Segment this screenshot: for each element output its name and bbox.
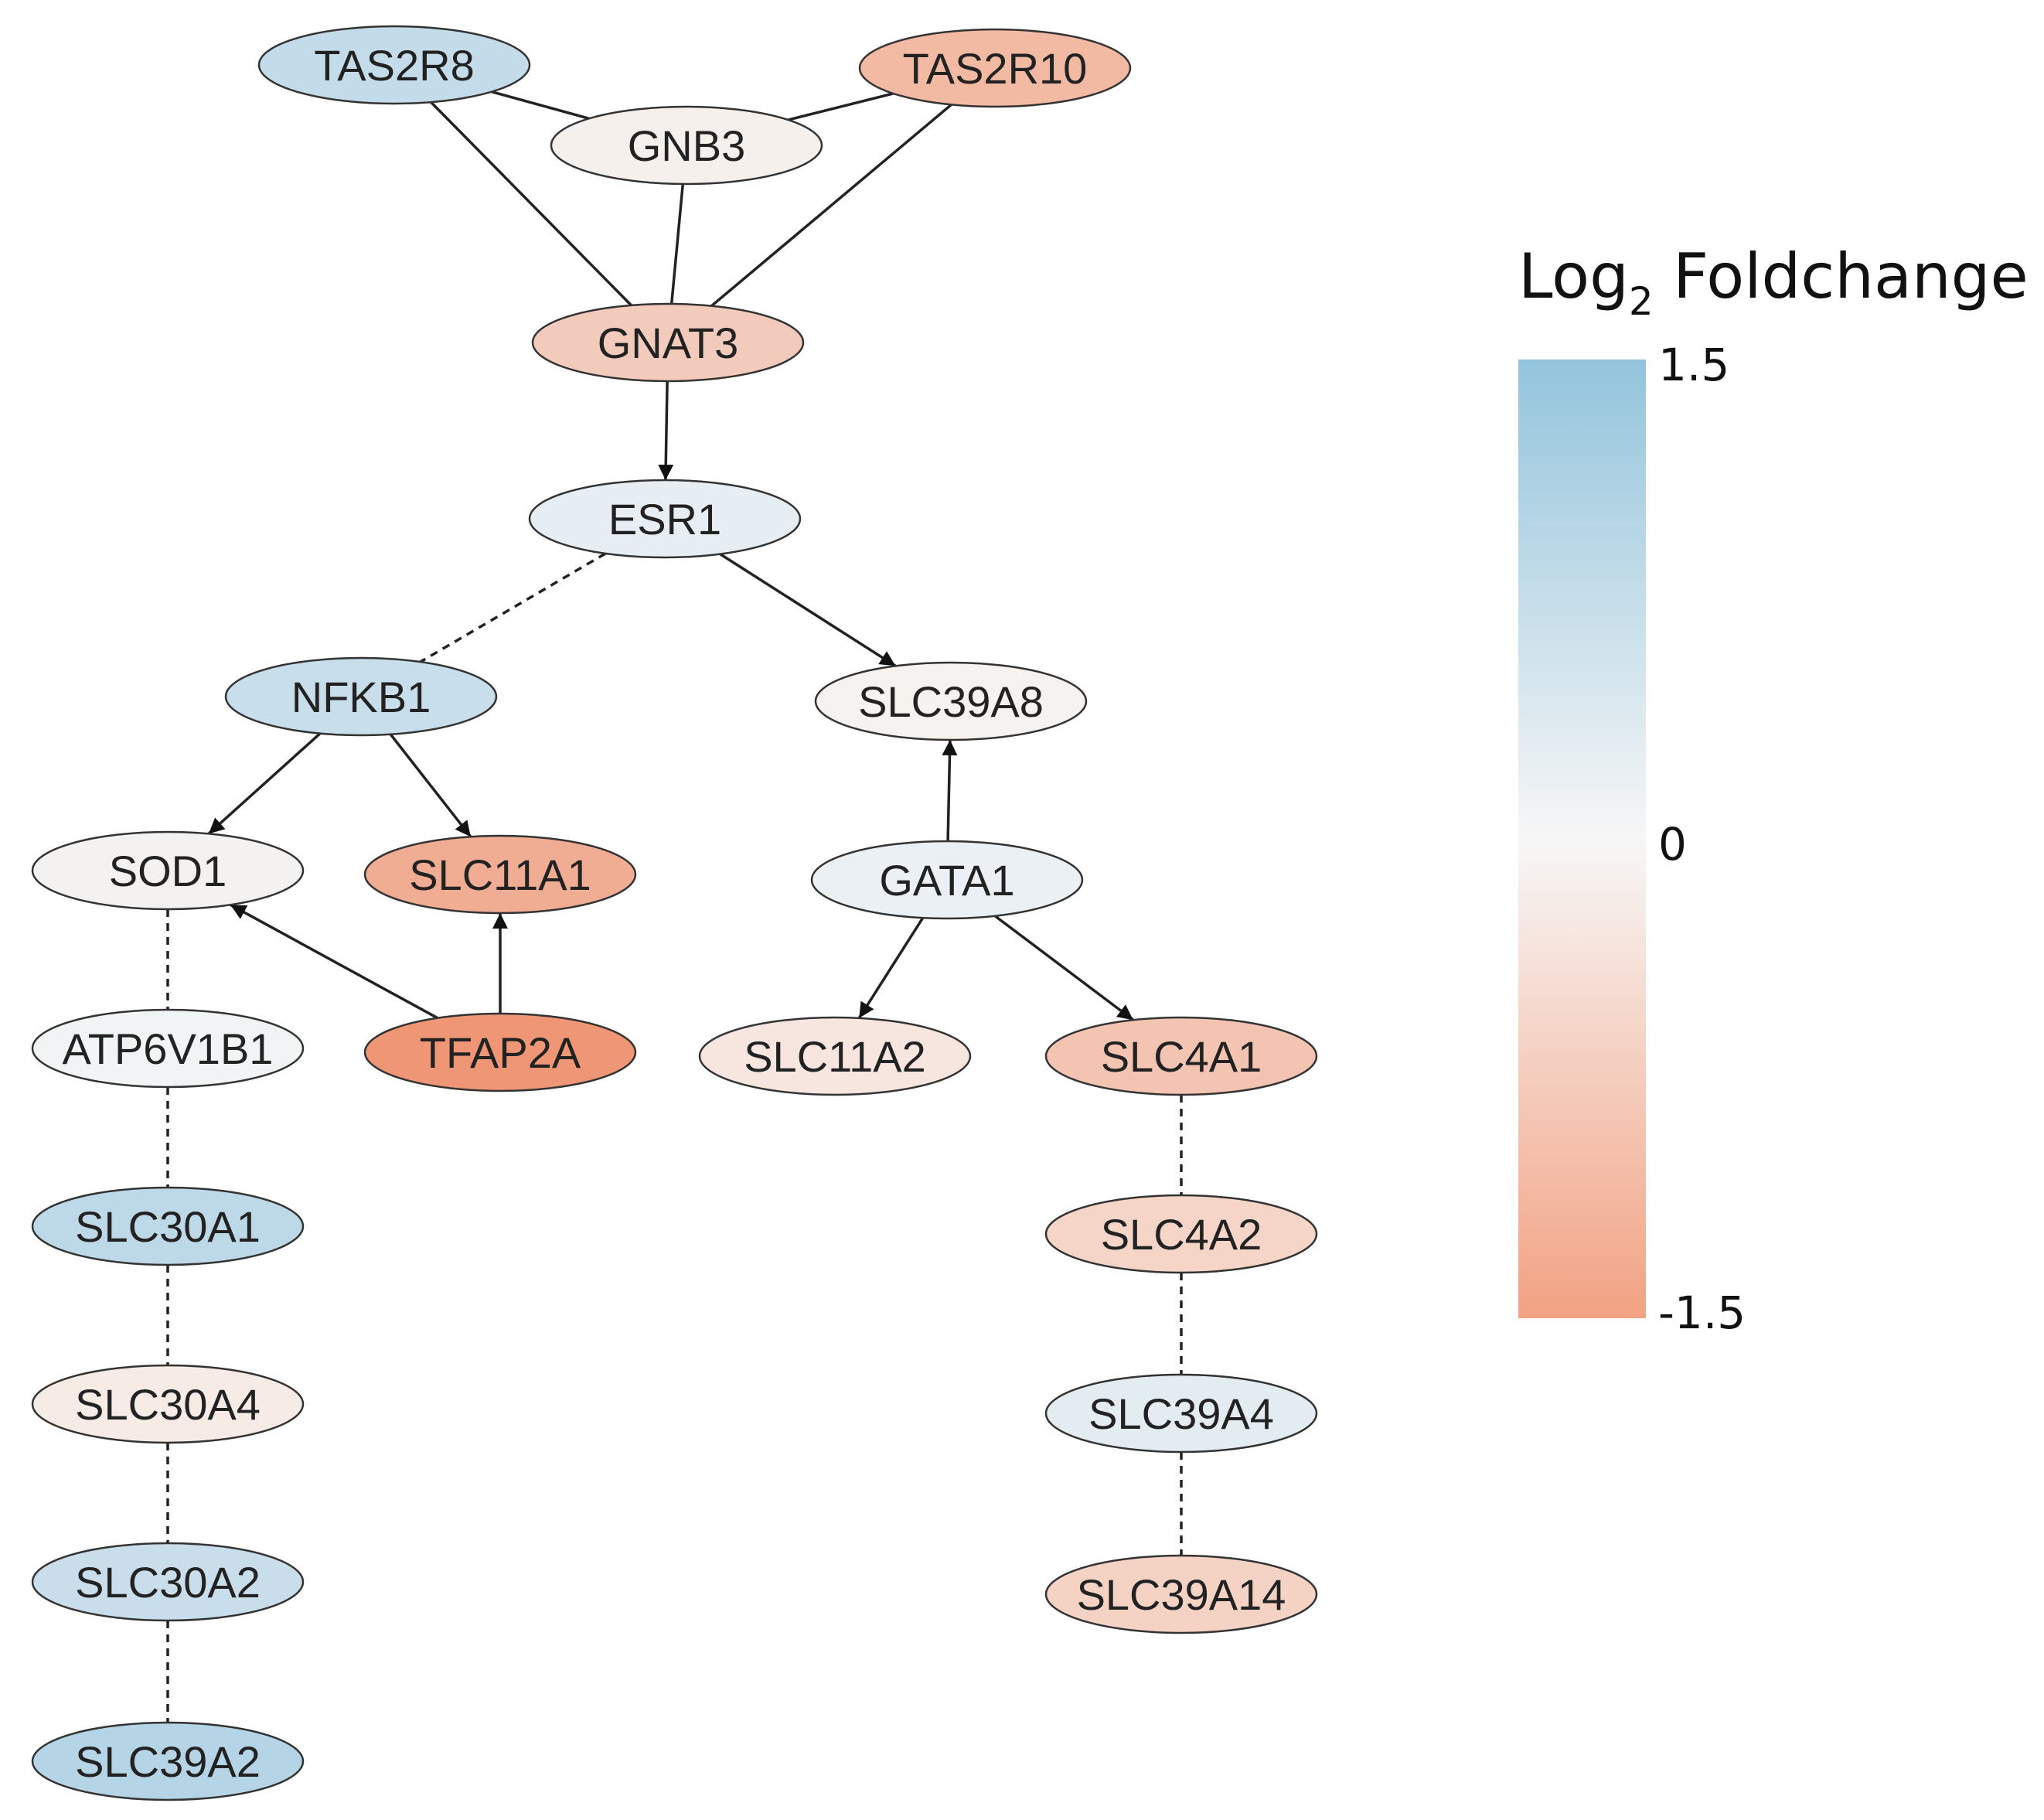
node-ellipse xyxy=(363,834,637,915)
edge-tas2r8-gnb3 xyxy=(491,90,590,121)
edge-tas2r10-gnat3 xyxy=(710,103,952,308)
node-slc39a8: SLC39A8 xyxy=(814,661,1088,741)
node-ellipse xyxy=(528,479,802,559)
node-label: ESR1 xyxy=(608,495,721,544)
node-ellipse xyxy=(31,1721,305,1801)
node-slc39a14: SLC39A14 xyxy=(1044,1554,1318,1634)
edge-gata1-slc39a8 xyxy=(942,739,958,842)
node-ellipse xyxy=(31,1186,305,1266)
edge-esr1-slc39a8 xyxy=(719,553,897,667)
node-slc30a1: SLC30A1 xyxy=(31,1186,305,1266)
legend-title-main: Log xyxy=(1518,240,1629,312)
node-slc11a1: SLC11A1 xyxy=(363,834,637,915)
node-ellipse xyxy=(858,28,1132,108)
node-label: SLC11A2 xyxy=(744,1032,926,1081)
node-tfap2a: TFAP2A xyxy=(363,1012,637,1092)
node-label: SLC39A4 xyxy=(1088,1389,1274,1438)
node-label: SLC11A1 xyxy=(409,850,591,899)
node-nfkb1: NFKB1 xyxy=(224,656,498,737)
node-label: SLC30A1 xyxy=(75,1202,261,1251)
node-ellipse xyxy=(31,1008,305,1089)
node-ellipse xyxy=(224,656,498,737)
node-label: TAS2R10 xyxy=(903,44,1088,93)
node-ellipse xyxy=(1044,1373,1318,1454)
edge-nfkb1-slc11a1 xyxy=(389,733,472,838)
node-slc4a2: SLC4A2 xyxy=(1044,1194,1318,1274)
node-label: SLC4A2 xyxy=(1101,1210,1262,1259)
node-slc4a1: SLC4A1 xyxy=(1044,1016,1318,1096)
node-atp6v1b1: ATP6V1B1 xyxy=(31,1008,305,1089)
node-ellipse xyxy=(550,105,823,186)
node-label: SLC39A2 xyxy=(75,1737,261,1786)
node-slc39a4: SLC39A4 xyxy=(1044,1373,1318,1454)
node-gnb3: GNB3 xyxy=(550,105,823,186)
node-ellipse xyxy=(698,1016,972,1096)
node-label: GNAT3 xyxy=(598,319,739,367)
node-label: SLC30A2 xyxy=(75,1558,261,1607)
node-sod1: SOD1 xyxy=(31,830,305,911)
legend-title: Log2 Foldchange xyxy=(1518,240,2029,324)
color-legend: Log2 Foldchange 1.5 0 -1.5 xyxy=(1518,240,2029,1339)
node-ellipse xyxy=(531,302,805,383)
node-ellipse xyxy=(257,25,531,105)
edge-tfap2a-sod1 xyxy=(230,903,438,1020)
edge-tas2r10-gnb3 xyxy=(788,92,894,121)
node-gnat3: GNAT3 xyxy=(531,302,805,383)
node-ellipse xyxy=(31,1364,305,1444)
node-ellipse xyxy=(814,661,1088,741)
node-ellipse xyxy=(1044,1016,1318,1096)
node-ellipse xyxy=(1044,1554,1318,1634)
node-label: SLC30A4 xyxy=(75,1380,261,1429)
node-ellipse xyxy=(1044,1194,1318,1274)
edges-layer xyxy=(166,90,1183,1723)
edge-esr1-nfkb1 xyxy=(419,552,607,663)
node-slc39a2: SLC39A2 xyxy=(31,1721,305,1801)
node-ellipse xyxy=(363,1012,637,1092)
node-label: SLC4A1 xyxy=(1101,1032,1262,1081)
legend-min-label: -1.5 xyxy=(1658,1287,1746,1339)
edge-gnat3-esr1 xyxy=(658,380,674,481)
node-label: GNB3 xyxy=(628,121,746,170)
node-label: TAS2R8 xyxy=(314,41,474,90)
node-label: SLC39A8 xyxy=(858,677,1044,726)
edge-tas2r8-gnat3 xyxy=(430,101,632,307)
edge-gnb3-gnat3 xyxy=(669,183,685,305)
node-slc11a2: SLC11A2 xyxy=(698,1016,972,1096)
node-ellipse xyxy=(810,840,1084,920)
legend-title-rest: Foldchange xyxy=(1654,240,2029,312)
node-gata1: GATA1 xyxy=(810,840,1084,920)
node-tas2r8: TAS2R8 xyxy=(257,25,531,105)
edge-gata1-slc11a2 xyxy=(857,917,925,1019)
node-slc30a2: SLC30A2 xyxy=(31,1542,305,1622)
node-label: SLC39A14 xyxy=(1077,1570,1286,1619)
legend-max-label: 1.5 xyxy=(1658,339,1729,391)
legend-title-subscript: 2 xyxy=(1629,279,1654,324)
node-label: TFAP2A xyxy=(420,1028,581,1077)
node-tas2r10: TAS2R10 xyxy=(858,28,1132,108)
node-ellipse xyxy=(31,1542,305,1622)
node-label: ATP6V1B1 xyxy=(63,1024,274,1073)
node-label: NFKB1 xyxy=(291,673,431,721)
edge-nfkb1-sod1 xyxy=(207,732,322,835)
node-label: GATA1 xyxy=(879,856,1014,905)
legend-mid-label: 0 xyxy=(1658,818,1687,871)
node-esr1: ESR1 xyxy=(528,479,802,559)
node-label: SOD1 xyxy=(109,847,227,895)
node-ellipse xyxy=(31,830,305,911)
node-slc30a4: SLC30A4 xyxy=(31,1364,305,1444)
edge-gata1-slc4a1 xyxy=(994,915,1134,1021)
legend-gradient-bar xyxy=(1518,360,1646,1318)
